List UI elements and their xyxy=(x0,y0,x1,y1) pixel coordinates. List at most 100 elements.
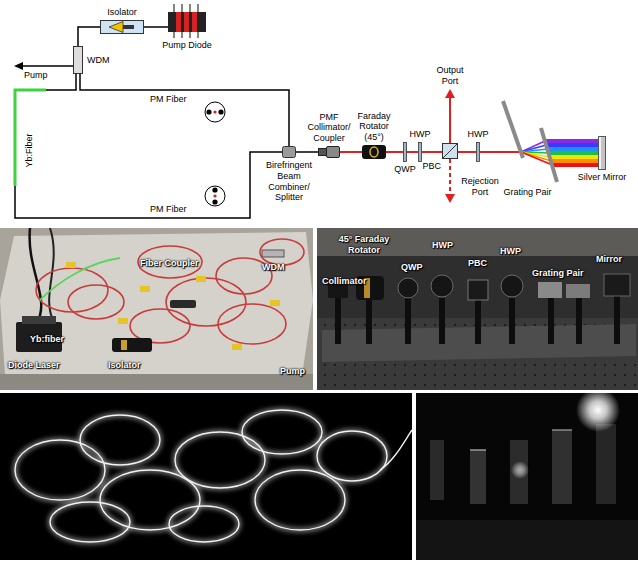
port-label: Rejection Port xyxy=(457,176,503,198)
fiber-lead xyxy=(380,430,412,470)
drawing-shape xyxy=(443,144,458,159)
post xyxy=(405,298,411,344)
stress-rod xyxy=(212,187,217,192)
fiber-coupler-body xyxy=(170,300,196,308)
optics-photo xyxy=(317,228,638,390)
mount-silhouette xyxy=(510,440,528,504)
fiber-loop xyxy=(50,502,130,542)
pump-out-line xyxy=(22,65,73,67)
glow-loop xyxy=(317,431,387,481)
component-label: Faraday Rotator (45°) xyxy=(354,111,394,143)
grating-mount xyxy=(566,284,590,298)
pump-diode-symbol: Pump Diode xyxy=(168,12,206,32)
tape-piece xyxy=(118,318,128,324)
drawing-shape xyxy=(503,101,523,158)
fiber-loops xyxy=(36,239,304,344)
drawing-shape xyxy=(192,12,197,32)
stress-rod xyxy=(206,109,211,114)
post xyxy=(335,296,341,344)
drawing-shape xyxy=(282,146,296,158)
laser-beam xyxy=(340,151,362,153)
fiber-loop xyxy=(138,246,202,278)
post xyxy=(548,296,554,344)
lit-edge xyxy=(470,449,486,451)
tape-piece xyxy=(140,286,150,292)
component-label: Birefringent Beam Combiner/ Splitter xyxy=(261,160,317,203)
waveplate-mount xyxy=(398,278,418,298)
output-beam xyxy=(449,97,451,143)
photo-label: PBC xyxy=(468,258,487,269)
component-label: HWP xyxy=(468,129,489,140)
table-dark xyxy=(416,520,638,560)
drawing-shape xyxy=(176,12,181,32)
mount-silhouette xyxy=(470,450,486,504)
post xyxy=(366,300,372,344)
component-label: PMF Collimator/ Coupler xyxy=(304,112,354,144)
mount-silhouette xyxy=(552,430,572,504)
fiber-lines xyxy=(15,410,412,542)
component-label: Pump Diode xyxy=(162,40,212,51)
drawing-shape xyxy=(370,147,378,157)
photo-ground xyxy=(317,228,638,390)
drawing-shape xyxy=(362,145,386,159)
pm-fiber-section xyxy=(205,186,225,206)
fiber-line xyxy=(80,74,289,146)
mount-silhouette xyxy=(596,424,616,504)
beam-combiner-symbol: Birefringent Beam Combiner/ Splitter xyxy=(282,146,296,158)
dark-optics-photo xyxy=(416,393,638,560)
drawing-shape xyxy=(362,145,386,159)
output-arrowhead xyxy=(445,89,455,98)
fiber-loop xyxy=(317,431,387,481)
photo-label: HWP xyxy=(432,240,453,251)
laser-beam xyxy=(407,151,418,153)
fiber-label: Yb:Fiber xyxy=(24,133,35,167)
glow-loop xyxy=(50,502,130,542)
drawing-shape xyxy=(283,147,296,158)
glow-loop xyxy=(242,410,322,454)
drawing-shape xyxy=(73,46,83,74)
photo-label: Yb:fiber xyxy=(30,334,64,345)
photo-label: Isolator xyxy=(108,360,141,371)
beam-cube-symbol: PBC xyxy=(442,143,458,159)
drawing-shape xyxy=(495,100,560,185)
post xyxy=(439,298,445,344)
port-label: Output Port xyxy=(432,65,468,87)
drawing-shape xyxy=(476,142,480,162)
drawing-shape xyxy=(74,47,83,74)
laser-beam xyxy=(386,151,403,153)
diode-pins xyxy=(174,4,198,38)
spectral-beam xyxy=(560,139,598,167)
fiber-loop xyxy=(130,309,190,343)
component-label: Isolator xyxy=(107,7,137,18)
tape xyxy=(66,262,280,350)
drawing-shape xyxy=(442,143,458,159)
bench-edge xyxy=(0,374,313,390)
bright-spot xyxy=(576,393,620,432)
heat-sink xyxy=(22,316,56,324)
component-label: PBC xyxy=(422,161,441,172)
post xyxy=(576,296,582,344)
drawing-shape xyxy=(327,147,340,158)
drawing-shape xyxy=(404,143,407,162)
photo-label: QWP xyxy=(401,262,423,273)
isolator-symbol: Isolator xyxy=(100,20,144,34)
drawing-shape xyxy=(443,144,458,159)
port-label: Pump xyxy=(24,70,48,81)
fiber-line xyxy=(15,74,282,218)
photo-ground xyxy=(0,228,313,390)
drawing-shape xyxy=(495,151,521,153)
drawing-shape xyxy=(598,136,606,170)
lit-edge xyxy=(552,429,572,431)
photo-label: WDM xyxy=(262,262,285,273)
photo-label: HWP xyxy=(500,246,521,257)
fiber-label: PM Fiber xyxy=(150,94,187,105)
optic-mounts xyxy=(328,274,630,344)
fiber-loop xyxy=(260,239,304,265)
drawing-shape xyxy=(101,21,144,34)
drawing-shape xyxy=(599,137,606,170)
wdm-body xyxy=(262,250,284,257)
tape-piece xyxy=(232,344,242,350)
waveplate-symbol: QWP xyxy=(403,142,407,162)
